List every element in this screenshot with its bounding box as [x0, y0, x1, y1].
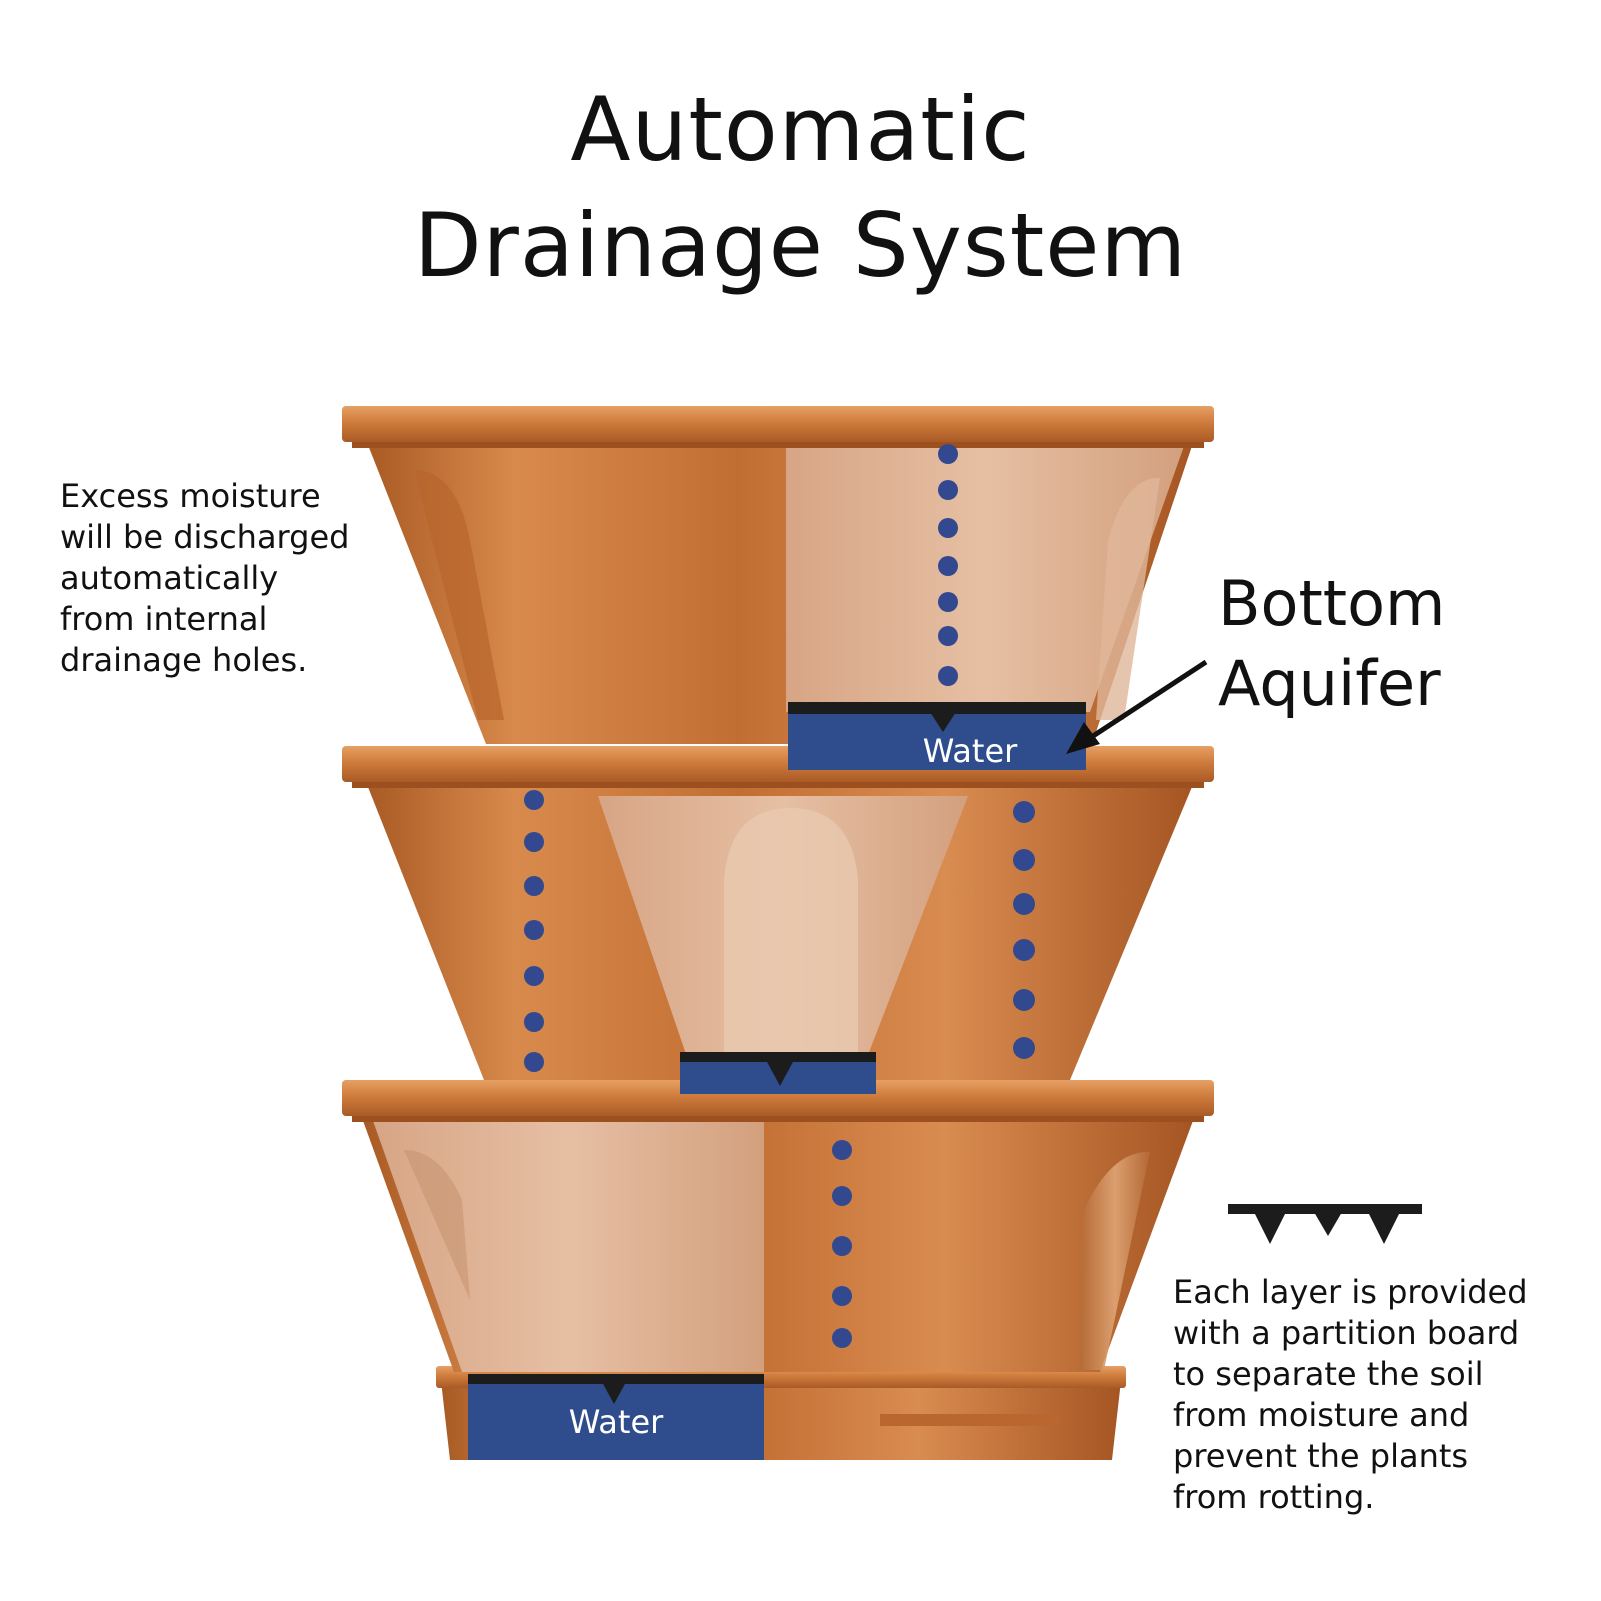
bottom-tier-rim — [342, 1080, 1214, 1116]
note-right-line: from rotting. — [1173, 1478, 1375, 1516]
bottom-tier-cutaway — [372, 1118, 764, 1372]
droplet — [524, 832, 544, 852]
droplet — [524, 790, 544, 810]
partition-board-sample — [1228, 1204, 1422, 1244]
bottom-tier-rim-shadow — [352, 1116, 1204, 1122]
droplet — [1013, 801, 1035, 823]
droplet — [524, 966, 544, 986]
note-left-line: from internal — [60, 600, 268, 638]
arrow-shaft — [1088, 659, 1208, 741]
note-right-line: prevent the plants — [1173, 1437, 1469, 1475]
saucer-step — [880, 1414, 1060, 1426]
droplet — [832, 1140, 852, 1160]
sample-nub — [1314, 1212, 1342, 1236]
sample-nub — [1254, 1212, 1286, 1244]
top-tier-cutaway — [786, 446, 1184, 712]
note-right-line: from moisture and — [1173, 1396, 1470, 1434]
middle-tier-pocket — [724, 808, 858, 1060]
bottom-tier: Water — [342, 1080, 1214, 1460]
note-left-line: automatically — [60, 559, 279, 597]
droplet — [832, 1186, 852, 1206]
droplet — [524, 876, 544, 896]
bottom-tier-pocket-left — [404, 1150, 470, 1300]
droplet — [1013, 939, 1035, 961]
droplets-middle-left — [524, 790, 544, 1072]
droplet — [832, 1286, 852, 1306]
droplet — [938, 592, 958, 612]
droplets-top — [938, 444, 958, 686]
droplets-middle-right — [1013, 801, 1035, 1059]
droplet — [1013, 893, 1035, 915]
droplet — [524, 1052, 544, 1072]
partition-board-note: Each layer is provided with a partition … — [1173, 1272, 1528, 1518]
droplet — [938, 556, 958, 576]
note-left-line: will be discharged — [60, 518, 350, 556]
droplets-bottom — [832, 1140, 852, 1348]
water-label-upper: Water — [923, 732, 1018, 770]
droplet — [1013, 1037, 1035, 1059]
partition-nub-middle — [766, 1060, 794, 1086]
excess-moisture-note: Excess moisture will be discharged autom… — [60, 476, 349, 681]
top-tier: Water — [342, 406, 1214, 770]
note-left-line: drainage holes. — [60, 641, 308, 679]
top-tier-pocket-right — [1096, 477, 1160, 720]
sample-nub — [1368, 1212, 1400, 1244]
droplet — [938, 518, 958, 538]
top-tier-rim-shadow — [352, 442, 1204, 448]
note-left-line: Excess moisture — [60, 477, 321, 515]
droplet — [1013, 849, 1035, 871]
note-right-line: with a partition board — [1173, 1314, 1520, 1352]
partition-board-lower — [468, 1374, 764, 1384]
sample-board — [1228, 1204, 1422, 1214]
title-line-1: Automatic — [570, 78, 1031, 181]
droplet — [524, 1012, 544, 1032]
droplet — [1013, 989, 1035, 1011]
middle-tier-rim-shadow — [352, 782, 1204, 788]
arrow-head — [1066, 722, 1100, 754]
aquifer-label-line-2: Aquifer — [1218, 647, 1441, 720]
droplet — [832, 1236, 852, 1256]
droplet — [938, 666, 958, 686]
aquifer-label-line-1: Bottom — [1218, 567, 1446, 640]
bottom-tier-pocket — [1080, 1151, 1150, 1370]
partition-board-middle-top — [680, 1052, 876, 1062]
note-right-line: Each layer is provided — [1173, 1273, 1528, 1311]
water-label-lower: Water — [569, 1403, 664, 1441]
middle-tier — [342, 746, 1214, 1094]
partition-nub-upper — [930, 712, 956, 732]
partition-nub-lower — [602, 1382, 626, 1404]
droplet — [524, 920, 544, 940]
diagram-title: Automatic Drainage System — [0, 72, 1601, 304]
top-tier-pocket-left — [414, 470, 504, 720]
droplet — [832, 1328, 852, 1348]
note-right-line: to separate the soil — [1173, 1355, 1484, 1393]
droplet — [938, 444, 958, 464]
aquifer-arrow — [1066, 659, 1208, 754]
droplet — [938, 626, 958, 646]
title-line-2: Drainage System — [413, 194, 1188, 297]
top-tier-rim — [342, 406, 1214, 442]
droplet — [938, 480, 958, 500]
partition-board-upper — [788, 702, 1086, 714]
bottom-aquifer-label: Bottom Aquifer — [1218, 564, 1445, 724]
